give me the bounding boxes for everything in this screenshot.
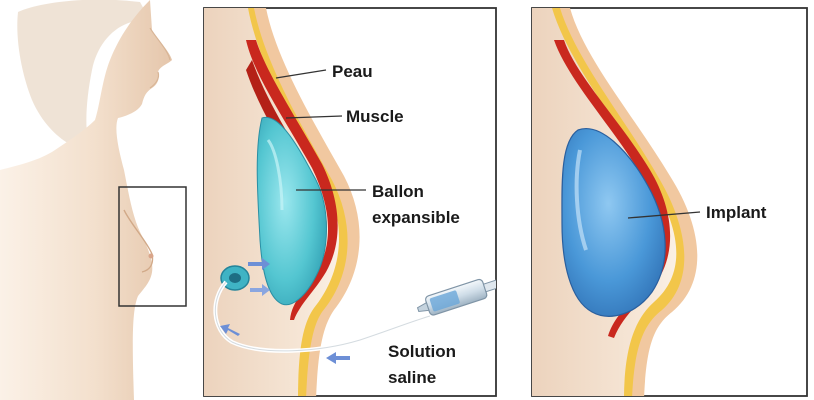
label-muscle: Muscle [346, 105, 404, 129]
port-center [229, 273, 241, 283]
label-ballon: Ballon [372, 180, 424, 204]
nipple-mark [149, 254, 154, 259]
label-peau: Peau [332, 60, 373, 84]
label-saline: saline [388, 366, 436, 390]
label-expansible: expansible [372, 206, 460, 230]
label-implant: Implant [706, 201, 766, 225]
label-solution: Solution [388, 340, 456, 364]
woman-profile-figure [0, 0, 186, 400]
